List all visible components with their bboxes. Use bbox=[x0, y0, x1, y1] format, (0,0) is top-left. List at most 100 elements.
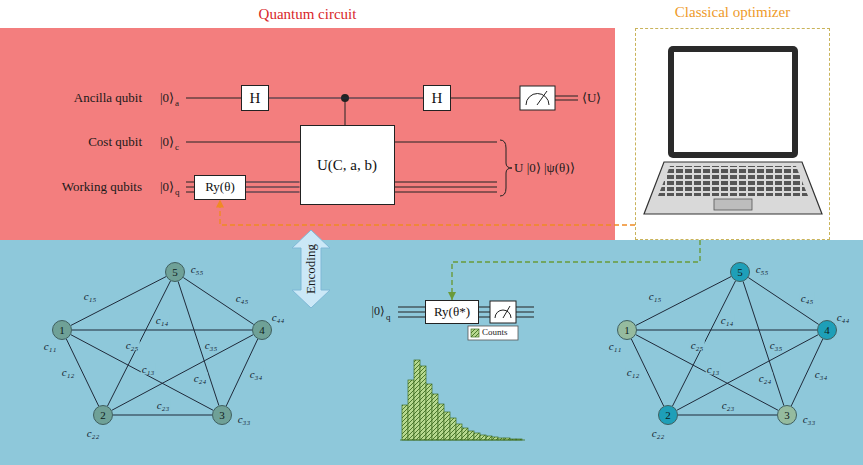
measurement-meter bbox=[520, 86, 555, 110]
edge-weight: c₂₄ bbox=[193, 373, 208, 384]
connector-line bbox=[748, 278, 818, 325]
graph-vertex: 3c₃₃ bbox=[777, 405, 797, 425]
graph-edge bbox=[107, 281, 170, 406]
connector-line bbox=[452, 240, 700, 300]
gate-label: U(C, a, b) bbox=[317, 157, 377, 174]
graph-edge bbox=[112, 335, 253, 411]
vertex-number: 2 bbox=[665, 409, 671, 421]
problem-band bbox=[0, 240, 863, 465]
connector-line bbox=[743, 282, 784, 406]
histogram-bar bbox=[414, 360, 420, 440]
vertex-weight: c₂₂ bbox=[652, 427, 665, 439]
quantum-wire bbox=[269, 98, 423, 99]
edge-weight: c₂₅ bbox=[125, 340, 140, 351]
histogram-bar bbox=[438, 404, 444, 440]
vertex-number: 1 bbox=[624, 324, 630, 336]
graph-vertex: 2c₂₂ bbox=[658, 405, 678, 425]
vertex-weight: c₄₄ bbox=[837, 311, 850, 323]
cost-wire bbox=[186, 142, 300, 143]
edge-weight: c₃₄ bbox=[249, 369, 264, 380]
gate-label: H bbox=[250, 90, 261, 107]
ancilla-wire bbox=[186, 98, 241, 99]
graph-vertex: 1c₁₁ bbox=[617, 320, 637, 340]
histogram-bar bbox=[468, 431, 474, 440]
connector-line bbox=[113, 415, 212, 416]
vertex-number: 4 bbox=[824, 324, 830, 336]
quantum-wire bbox=[246, 182, 300, 192]
vertex-number: 1 bbox=[59, 324, 65, 336]
hadamard-gate: H bbox=[423, 85, 451, 111]
connector-line bbox=[246, 192, 300, 193]
ket-subscript: q bbox=[386, 313, 391, 323]
rotation-gate: Ry(θ) bbox=[194, 175, 246, 200]
vertex-number: 5 bbox=[737, 266, 743, 278]
ancilla-wire bbox=[451, 98, 520, 99]
gate-label: Ry(θ*) bbox=[434, 305, 470, 319]
connector-line bbox=[112, 335, 253, 411]
expectation-value: ⟨U⟩ bbox=[582, 91, 601, 105]
edge-weight: c₁₃ bbox=[141, 364, 156, 375]
vertex-weight: c₅₅ bbox=[756, 263, 769, 275]
connector-line bbox=[178, 282, 219, 406]
graph-edge bbox=[71, 335, 213, 411]
graph-edge bbox=[748, 278, 818, 325]
vertex-number: 2 bbox=[100, 409, 106, 421]
connector-line bbox=[269, 98, 423, 99]
edge-weight: c₁₅ bbox=[83, 291, 98, 302]
edge-weight: c₁₄ bbox=[155, 315, 170, 326]
qubit-name: Working qubits bbox=[62, 180, 142, 194]
graph-vertex: 3c₃₃ bbox=[212, 405, 232, 425]
connector-line bbox=[678, 415, 777, 416]
connector-line bbox=[72, 330, 252, 331]
vertex-weight: c₄₄ bbox=[272, 311, 285, 323]
circuit-panel: H U(C, a, b) H Ry(θ) Quantum circuit bbox=[0, 0, 615, 240]
measurement-meter bbox=[490, 301, 516, 323]
graph-edge bbox=[636, 335, 778, 411]
edge-weight: c₁₄ bbox=[720, 315, 735, 326]
vertex-weight: c₃₃ bbox=[803, 413, 816, 425]
brace bbox=[500, 140, 512, 196]
histogram-bar bbox=[450, 418, 456, 440]
histogram-axis bbox=[400, 440, 525, 441]
ket-subscript: c bbox=[175, 143, 179, 153]
ket-state: |0⟩ bbox=[160, 180, 174, 194]
edge-weight: c₃₄ bbox=[814, 369, 829, 380]
histogram bbox=[400, 360, 525, 440]
control-line bbox=[345, 98, 346, 125]
qubit-name: Ancilla qubit bbox=[74, 91, 142, 105]
graph-edge bbox=[672, 281, 735, 406]
laptop-icon bbox=[644, 46, 822, 214]
edge-weight: c₂₅ bbox=[690, 340, 705, 351]
edge-weight: c₃₅ bbox=[769, 340, 784, 351]
legend-swatch bbox=[471, 329, 479, 337]
gate-label: Ry(θ) bbox=[205, 180, 235, 194]
connector-line bbox=[107, 281, 170, 406]
histogram-bar bbox=[492, 437, 498, 440]
legend-box bbox=[468, 326, 518, 340]
edge-weight: c₄₅ bbox=[235, 293, 250, 304]
ket-state: |0⟩ bbox=[160, 91, 174, 105]
classical-wire bbox=[555, 96, 578, 97]
output-state: U |0⟩ |ψ(θ)⟩ bbox=[514, 161, 575, 175]
graph-vertex: 1c₁₁ bbox=[52, 320, 72, 340]
graph-edge bbox=[183, 278, 253, 325]
vertex-number: 3 bbox=[219, 409, 225, 421]
connector-line bbox=[246, 182, 300, 183]
vertex-number: 4 bbox=[259, 324, 265, 336]
classical-wire bbox=[555, 100, 578, 101]
connector-line bbox=[637, 330, 817, 331]
optimizer-box: Classical optimizer bbox=[635, 28, 830, 240]
edge-weight: c₂₄ bbox=[758, 373, 773, 384]
graph-edge bbox=[113, 415, 212, 416]
panel-title: Quantum circuit bbox=[0, 6, 615, 23]
histogram-bar bbox=[402, 405, 408, 440]
connector-line bbox=[677, 335, 818, 411]
graph-edge bbox=[678, 415, 777, 416]
vertex-weight: c₁₁ bbox=[44, 340, 57, 352]
hadamard-gate: H bbox=[241, 85, 269, 111]
cost-wire bbox=[395, 142, 497, 143]
graph-edge bbox=[637, 330, 817, 331]
